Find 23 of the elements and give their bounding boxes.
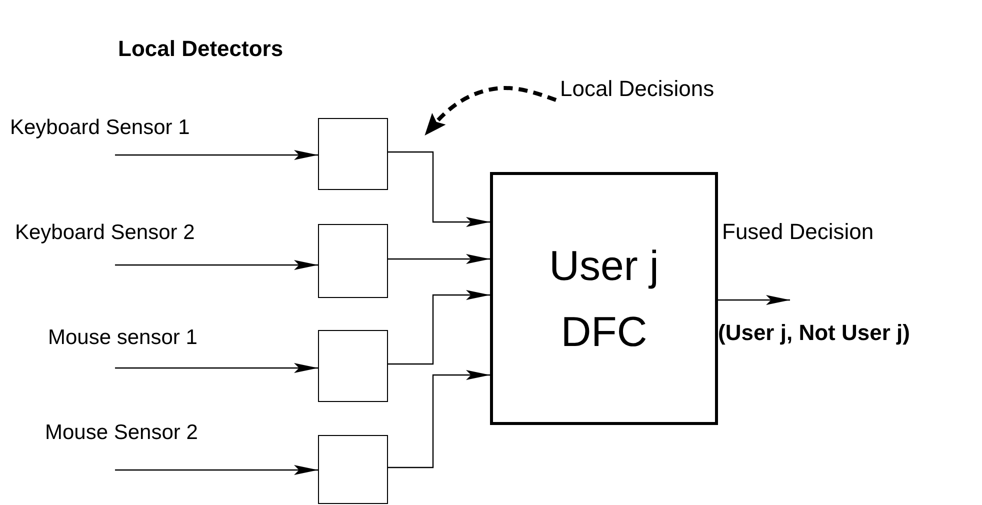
signal-label: Mouse Sensor 2 [45, 421, 198, 446]
arrow [115, 260, 318, 270]
arrow [388, 254, 490, 264]
detector-box [318, 224, 388, 298]
title: Local Detectors [118, 36, 284, 62]
signal-label: Fused Decision [722, 219, 874, 244]
output-label: (User j, Not User j) [718, 320, 910, 346]
arrow [115, 465, 318, 475]
detector-box [318, 435, 388, 504]
arrow [388, 370, 490, 468]
detector-box [318, 118, 388, 190]
arrow [718, 295, 790, 305]
signal-label: Mouse sensor 1 [48, 326, 198, 350]
arrow [115, 150, 318, 160]
arrow [388, 151, 490, 227]
arrow [115, 363, 318, 373]
fusion-center-box: User j DFC [490, 172, 718, 425]
arrow [388, 290, 490, 365]
detector-box [318, 330, 388, 402]
leader-label: Local Decisions [560, 74, 775, 104]
leader-arrow [424, 86, 557, 136]
signal-label: Keyboard Sensor 2 [15, 221, 195, 246]
signal-label: Keyboard Sensor 1 [10, 116, 190, 140]
